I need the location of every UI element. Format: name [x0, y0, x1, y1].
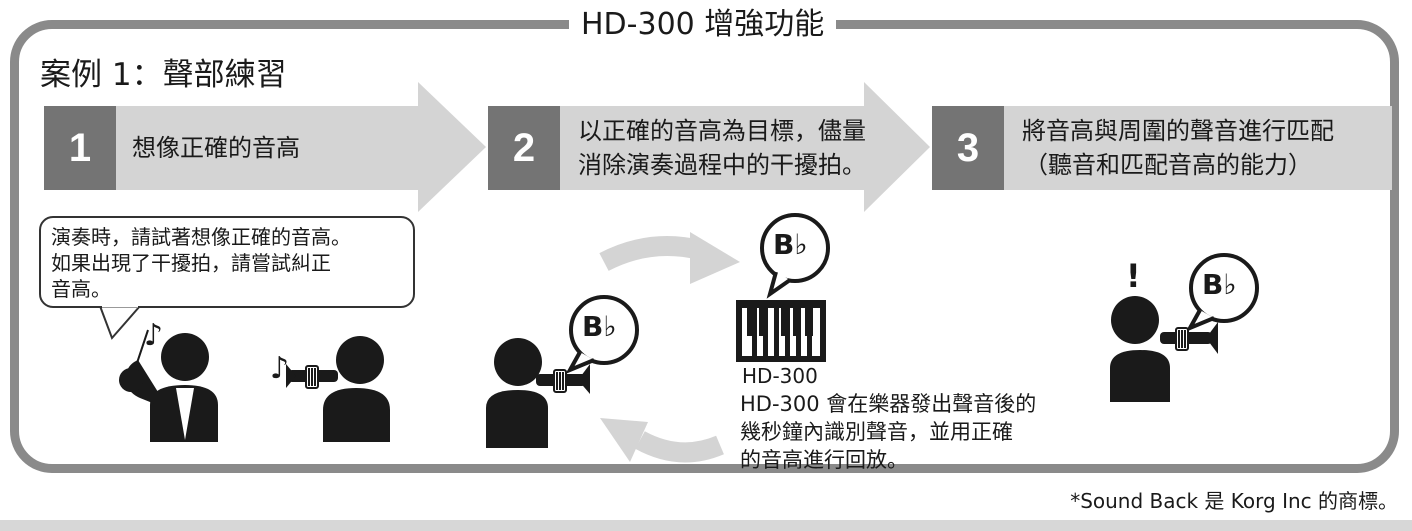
note-line-2: 如果出現了干擾拍，請嘗試糾正 — [51, 251, 331, 275]
step-label-line-2: 消除演奏過程中的干擾拍。 — [578, 151, 866, 179]
music-note-icon: ♪ — [270, 351, 290, 386]
exclamation-icon: ! — [1126, 257, 1141, 295]
step-number: 2 — [488, 106, 560, 190]
note-line-3: 音高。 — [51, 277, 111, 301]
step-label-line-1: 將音高與周圍的聲音進行匹配 — [1022, 117, 1334, 145]
music-note-icon: ♪ — [144, 318, 164, 353]
step-3: 3 將音高與周圍的聲音進行匹配 （聽音和匹配音高的能力） — [932, 106, 1392, 190]
step-number: 1 — [44, 106, 116, 190]
device-description-line-1: HD-300 會在樂器發出聲音後的 — [740, 392, 1037, 416]
step-2: 2 以正確的音高為目標，儘量 消除演奏過程中的干擾拍。 — [488, 106, 866, 190]
device-label: HD-300 — [742, 364, 818, 388]
device-description-line-3: 的音高進行回放。 — [740, 448, 908, 472]
step-label-line-2: （聽音和匹配音高的能力） — [1024, 151, 1312, 179]
bottom-divider — [0, 520, 1412, 531]
device-description-line-2: 幾秒鐘內識別聲音，並用正確 — [740, 420, 1013, 444]
note-line-1: 演奏時，請試著想像正確的音高。 — [51, 225, 351, 249]
b-flat-symbol: B♭ — [1202, 268, 1237, 301]
b-flat-symbol: B♭ — [582, 310, 617, 343]
b-flat-symbol: B♭ — [773, 228, 808, 261]
trademark-footnote: *Sound Back 是 Korg Inc 的商標。 — [1070, 489, 1398, 513]
step-label: 想像正確的音高 — [132, 134, 300, 162]
step-number: 3 — [932, 106, 1004, 190]
case-title: 案例 1：聲部練習 — [40, 57, 287, 93]
page-title: HD-300 增強功能 — [569, 6, 837, 44]
step-label-line-1: 以正確的音高為目標，儘量 — [578, 117, 866, 145]
practice-note-bubble: 演奏時，請試著想像正確的音高。 如果出現了干擾拍，請嘗試糾正 音高。 — [39, 216, 415, 308]
step-1: 1 想像正確的音高 — [44, 106, 420, 190]
